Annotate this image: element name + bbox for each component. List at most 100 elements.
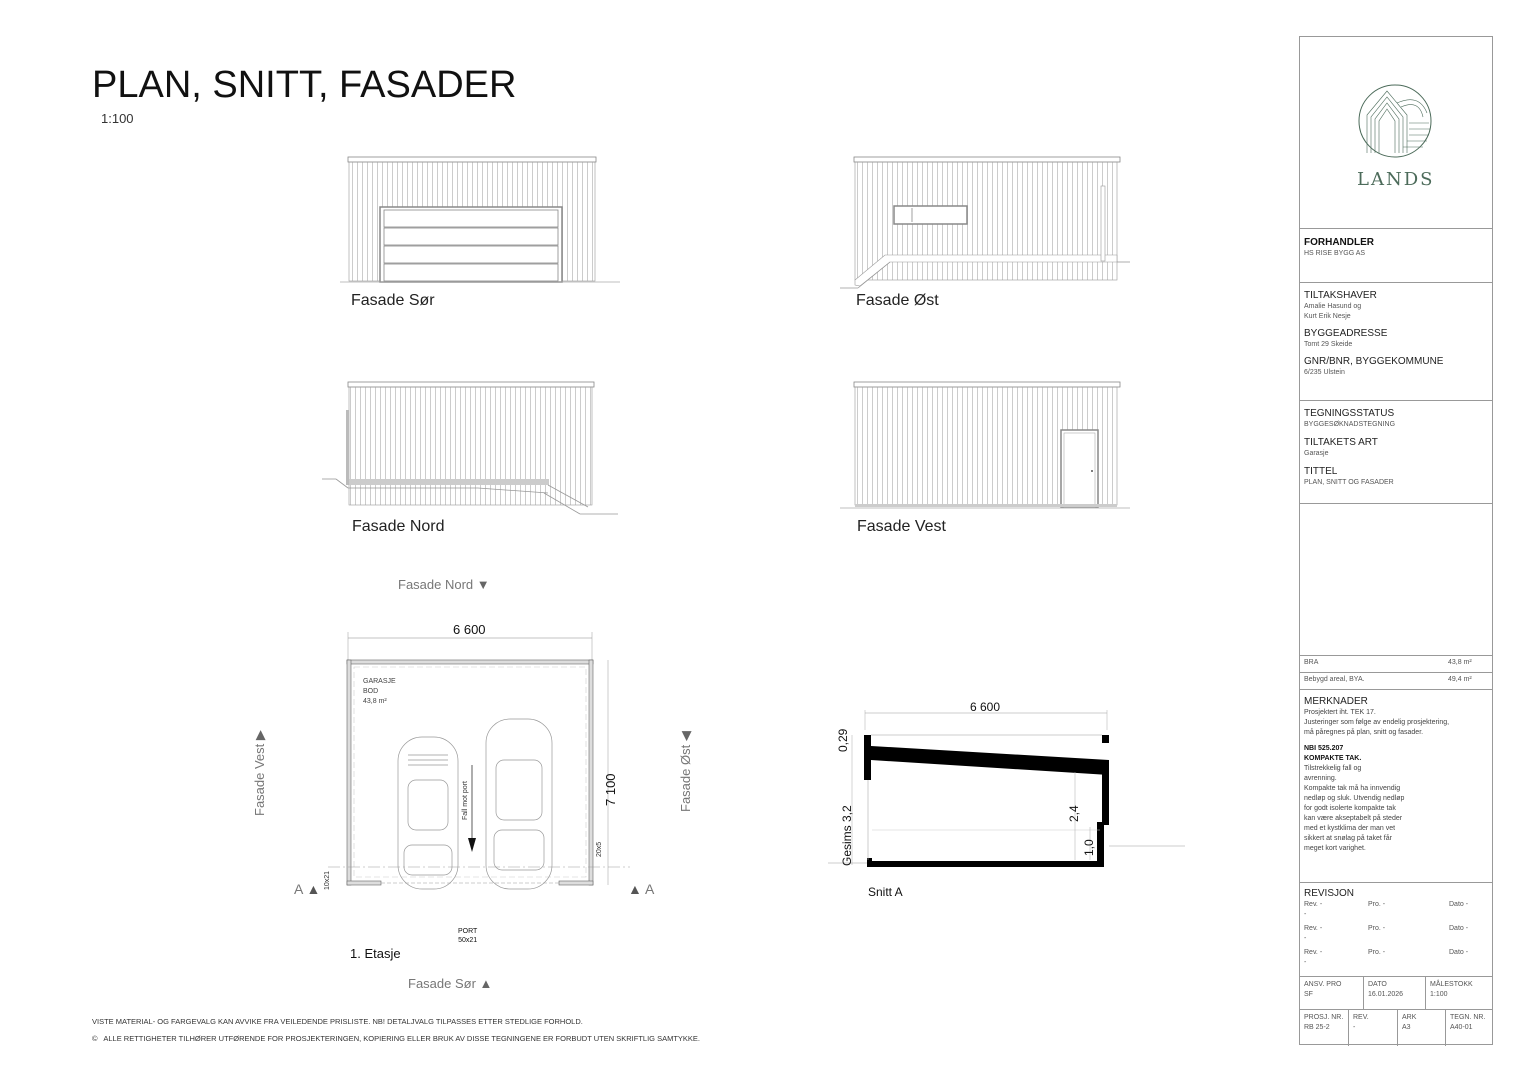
blank-section	[1300, 504, 1492, 656]
plan-depth-dim: 7 100	[603, 773, 618, 806]
triangle-down-icon: ▼	[476, 577, 490, 592]
dato-label: DATO	[1368, 981, 1387, 988]
status-section: TEGNINGSSTATUS BYGGESØKNADSTEGNING TILTA…	[1300, 401, 1492, 504]
north-marker-label: Fasade Nord	[398, 577, 474, 592]
south-marker-label: Fasade Sør	[408, 976, 476, 991]
prosj-cell: PROSJ. NR. RB 25-2	[1300, 1010, 1349, 1046]
west-marker-label: Fasade Vest	[252, 743, 267, 816]
art-value: Garasje	[1304, 450, 1329, 457]
rev-cell: REV. -	[1349, 1010, 1398, 1046]
merknader-line: Prosjektert iht. TEK 17.	[1304, 709, 1376, 716]
bra-value: 43,8 m²	[1448, 659, 1472, 666]
bya-row: Bebygd areal, BYA. 49,4 m²	[1300, 673, 1492, 690]
revision-row: Rev. - Pro. - Dato - -	[1304, 924, 1488, 948]
section-letter-right: A	[644, 881, 655, 897]
merknader-line: Justeringer som følge av endelig prosjek…	[1304, 719, 1450, 726]
lands-logo-icon	[1358, 84, 1432, 158]
bra-label: BRA	[1304, 659, 1319, 666]
page-title: PLAN, SNITT, FASADER	[92, 64, 517, 106]
room-sub: BOD	[363, 688, 379, 695]
revisjon-label: REVISJON	[1304, 888, 1355, 899]
status-value: BYGGESØKNADSTEGNING	[1304, 421, 1396, 428]
bya-value: 49,4 m²	[1448, 676, 1472, 683]
malestokk-label: MÅLESTOKK	[1430, 981, 1473, 988]
nbi-line: Kompakte tak må ha innvendig	[1304, 785, 1401, 792]
facade-sor-label: Fasade Sør	[351, 292, 435, 309]
ark-label: ARK	[1402, 1014, 1417, 1021]
triangle-up-icon: ▲	[306, 881, 321, 897]
nbi-line: kan være akseptabelt på steder	[1304, 815, 1403, 822]
port-name: PORT	[458, 928, 478, 935]
bya-label: Bebygd areal, BYA.	[1304, 676, 1365, 683]
tiltakshaver-line2: Kurt Erik Nesje	[1304, 313, 1351, 320]
footer-note-material: VISTE MATERIAL- OG FARGEVALG KAN AVVIKE …	[92, 1017, 583, 1026]
gesims-dim: Gesims 3,2	[840, 805, 854, 866]
forhandler-label: FORHANDLER	[1304, 237, 1374, 248]
facade-ost-drawing	[840, 156, 1130, 289]
room-name: GARASJE	[363, 678, 396, 685]
logo-text: LANDS	[1357, 169, 1435, 190]
malestokk-value: 1:100	[1430, 991, 1448, 998]
revision-desc: -	[1304, 935, 1307, 942]
revision-rev: Rev. -	[1304, 925, 1323, 932]
plan-north-marker: Fasade Nord ▼	[398, 577, 490, 592]
door-size-label: 10x21	[324, 870, 331, 890]
revision-dato: Dato -	[1449, 925, 1469, 932]
section-letter-left: A	[294, 881, 303, 897]
ark-value: A3	[1402, 1024, 1411, 1031]
window-size-label: 20x5	[596, 841, 603, 857]
section-marker-left: A ▲	[294, 881, 320, 897]
nbi-subtitle: KOMPAKTE TAK.	[1304, 755, 1362, 762]
tittel-value: PLAN, SNITT OG FASADER	[1304, 479, 1394, 486]
revision-dato: Dato -	[1449, 901, 1469, 908]
nbi-line: sikkert at snølag på taket får	[1304, 835, 1392, 842]
triangle-left-icon: ◀	[678, 731, 693, 742]
dato-value: 16.01.2026	[1368, 991, 1404, 998]
east-marker-label: Fasade Øst	[678, 744, 693, 812]
plan-width-dim: 6 600	[453, 622, 486, 637]
forhandler-section: FORHANDLER HS RISE BYGG AS	[1300, 229, 1492, 283]
footer-note-copyright: © ALLE RETTIGHETER TILHØRER UTFØRENDE FO…	[92, 1034, 700, 1043]
prosj-value: RB 25-2	[1304, 1024, 1330, 1031]
nbi-line: avrenning.	[1304, 775, 1337, 782]
merknader-line: må påregnes på plan, snitt og fasader.	[1304, 729, 1424, 736]
status-label: TEGNINGSSTATUS	[1304, 408, 1395, 419]
info-row-1: ANSV. PRO SF DATO 16.01.2026 MÅLESTOKK 1…	[1300, 977, 1492, 1010]
merknader-section: MERKNADER Prosjektert iht. TEK 17. Juste…	[1300, 690, 1492, 883]
ansv-value: SF	[1304, 991, 1313, 998]
tiltakshaver-label: TILTAKSHAVER	[1304, 290, 1377, 301]
port-size: 50x21	[458, 937, 478, 944]
copyright-text: ALLE RETTIGHETER TILHØRER UTFØRENDE FOR …	[103, 1034, 701, 1043]
revision-pro: Pro. -	[1368, 925, 1386, 932]
triangle-up-icon: ▲	[479, 976, 493, 991]
info-row-2: PROSJ. NR. RB 25-2 REV. - ARK A3 TEGN. N…	[1300, 1010, 1492, 1046]
gnr-label: GNR/BNR, BYGGEKOMMUNE	[1304, 356, 1444, 367]
gnr-value: 6/235 Ulstein	[1304, 369, 1345, 376]
triangle-right-icon: ▶	[252, 730, 267, 741]
room-label: GARASJE BOD 43,8 m²	[363, 677, 396, 707]
title-block: LANDS FORHANDLER HS RISE BYGG AS TILTAKS…	[1299, 36, 1493, 1046]
facade-nord-drawing	[322, 381, 618, 515]
revision-dato: Dato -	[1449, 949, 1469, 956]
nbi-line: for godt isolerte kompakte tak	[1304, 805, 1396, 812]
room-area: 43,8 m²	[363, 698, 387, 705]
section-drawing	[828, 710, 1185, 867]
facade-ost-label: Fasade Øst	[856, 292, 939, 309]
revision-desc: -	[1304, 911, 1307, 918]
rev-value: -	[1353, 1024, 1356, 1031]
tegn-cell: TEGN. NR. A40-01	[1446, 1010, 1494, 1046]
tegn-value: A40-01	[1450, 1024, 1473, 1031]
rev-label: REV.	[1353, 1014, 1369, 1021]
bra-row: BRA 43,8 m²	[1300, 656, 1492, 673]
section-marker-right: ▲ A	[628, 881, 654, 897]
ark-cell: ARK A3	[1398, 1010, 1446, 1046]
plan-south-marker: Fasade Sør ▲	[408, 976, 492, 991]
revision-desc: -	[1304, 959, 1307, 966]
byggeadresse-value: Tomt 29 Skeide	[1304, 341, 1353, 348]
prosj-label: PROSJ. NR.	[1304, 1014, 1344, 1021]
plan-west-marker: Fasade Vest ▶	[252, 730, 268, 816]
nbi-line: Tilstrekkelig fall og	[1304, 765, 1362, 772]
triangle-up-icon: ▲	[628, 881, 642, 897]
revision-rev: Rev. -	[1304, 901, 1323, 908]
section-width-dim: 6 600	[970, 700, 1001, 714]
